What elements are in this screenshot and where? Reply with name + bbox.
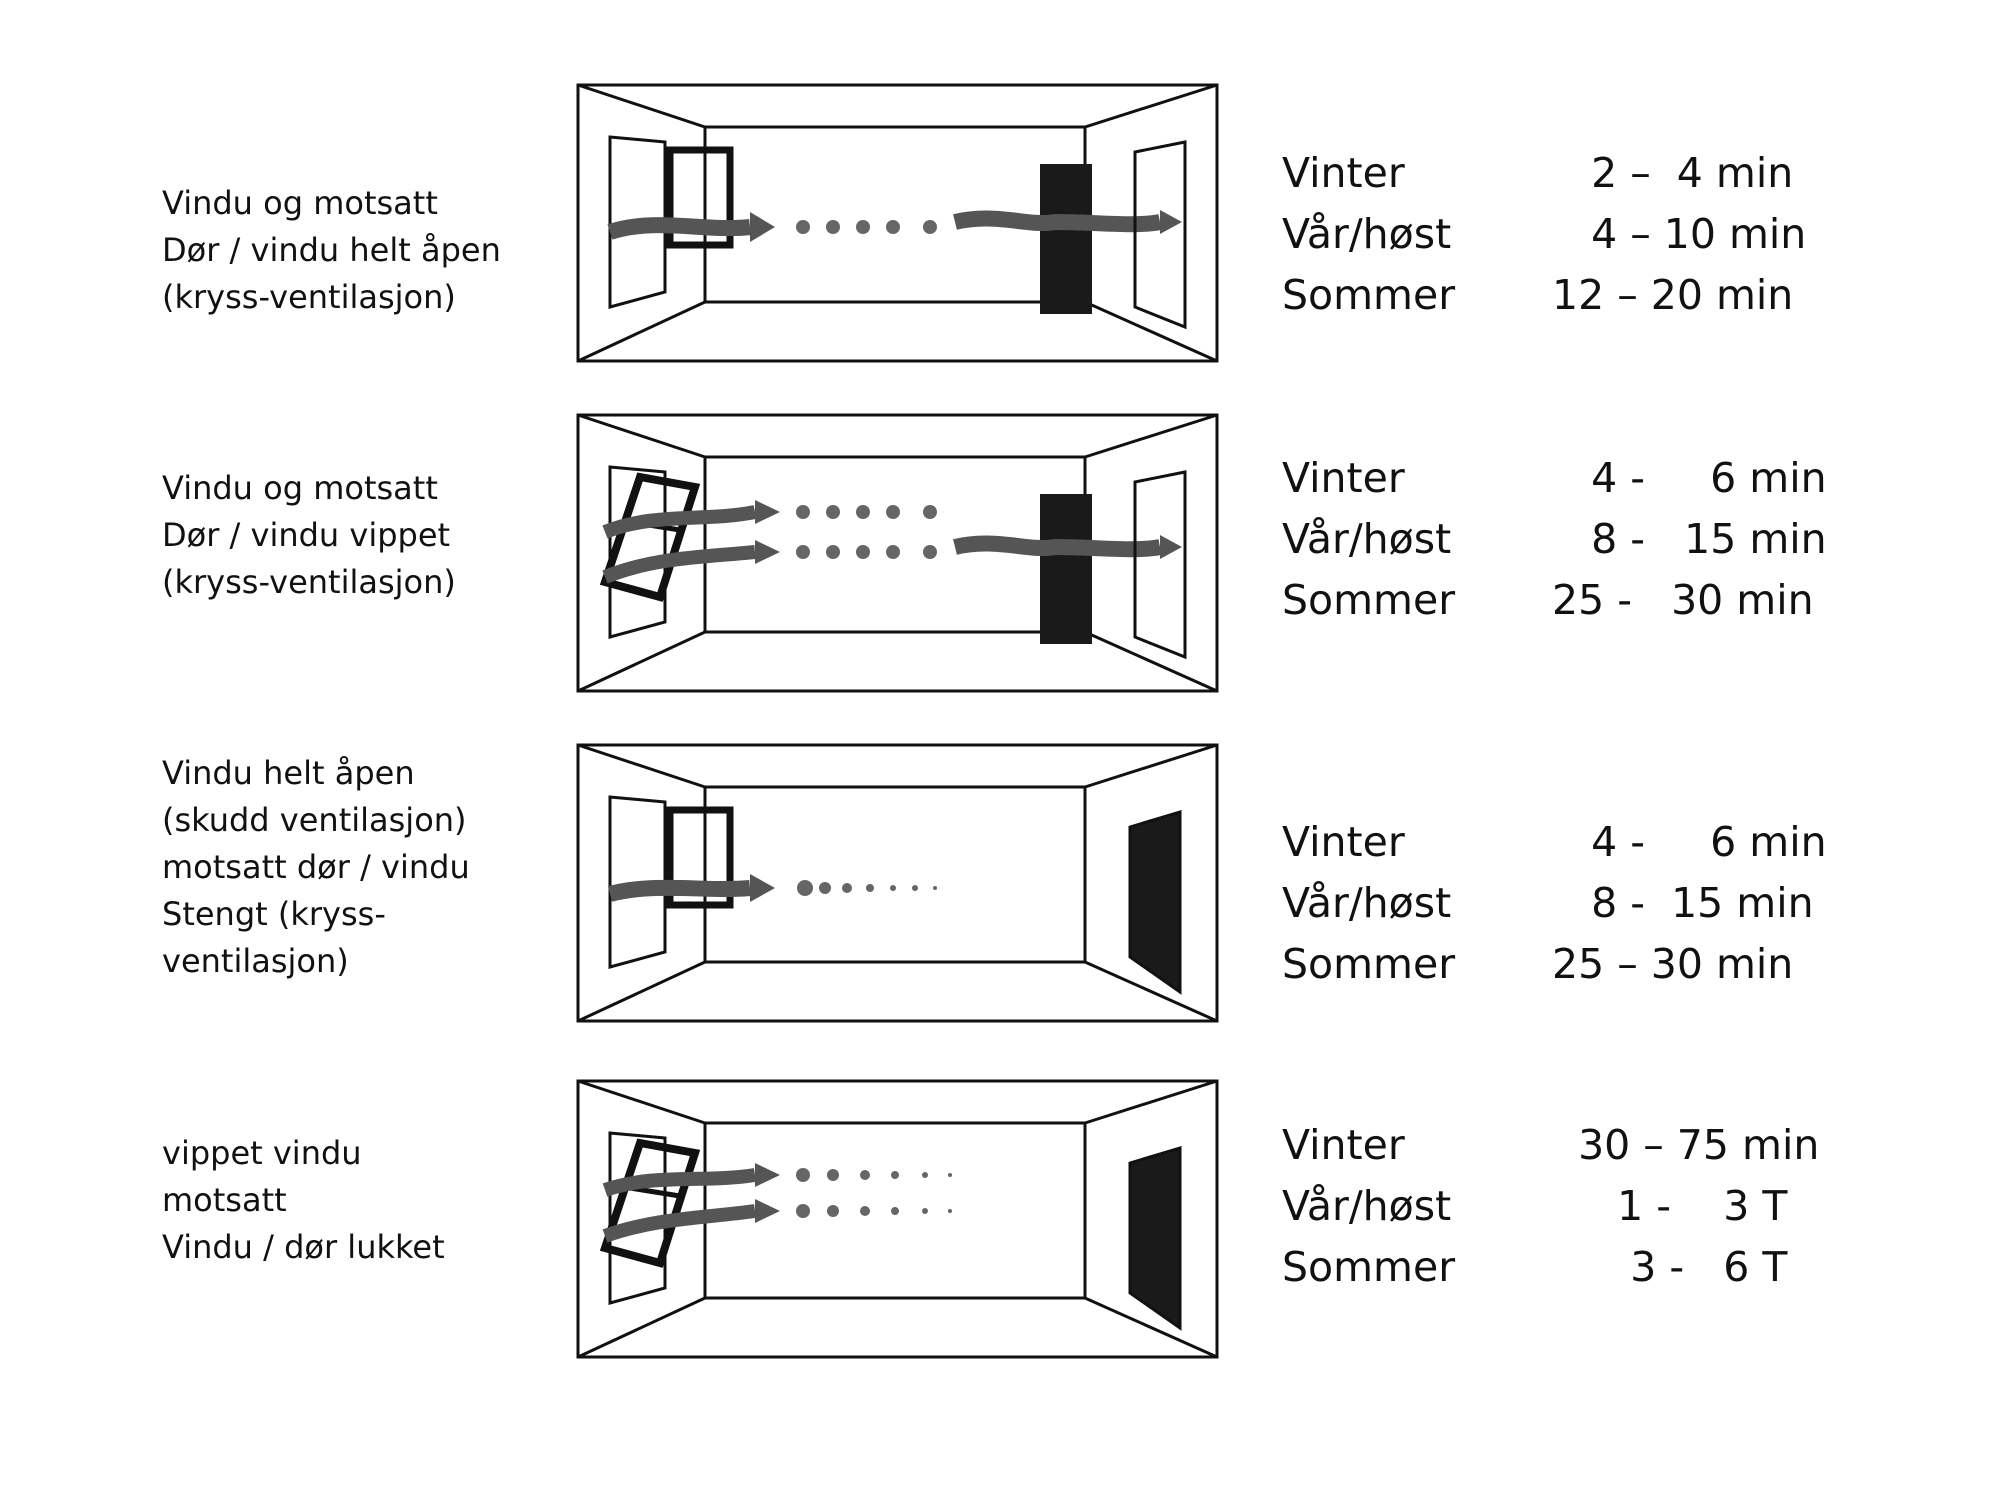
season-label: Vinter [1282,149,1405,197]
open-window-icon [608,795,734,969]
open-door-icon [1040,494,1092,644]
time-row: Vår/høst 4 – 10 min [1282,204,1882,265]
time-row: Sommer 25 - 30 min [1282,570,1882,631]
room-illustration [576,743,1219,1023]
open-door-icon [1040,164,1092,314]
duration-value: 8 - 15 min [1552,879,1814,927]
description-line: Vindu helt åpen [162,754,415,792]
duration-value: 2 – 4 min [1552,149,1794,197]
description-line: Vindu og motsatt [162,469,438,507]
time-row: Vår/høst 8 - 15 min [1282,509,1882,570]
airflow-arrow [602,545,756,584]
time-row: Vår/høst 1 - 3 T [1282,1176,1882,1237]
description-line: motsatt [162,1181,287,1219]
airflow-arrow [607,879,751,902]
season-label: Vår/høst [1282,515,1452,563]
airflow-arrow [602,1168,757,1197]
room-illustration [576,413,1219,693]
closed-door-icon [1128,1145,1182,1331]
airflow-arrow [602,505,757,539]
duration-value: 4 - 6 min [1552,454,1827,502]
time-row: Vinter 4 - 6 min [1282,812,1882,873]
time-row: Sommer 3 - 6 T [1282,1237,1882,1298]
time-row: Vinter 2 – 4 min [1282,143,1882,204]
duration-value: 25 – 30 min [1552,940,1794,988]
time-row: Sommer 12 – 20 min [1282,265,1882,326]
room-diagram-cross-ventilation-tilted [575,412,1220,694]
description-line: Stengt (kryss- [162,895,386,933]
description-line: vippet vindu [162,1134,362,1172]
time-row: Vinter 4 - 6 min [1282,448,1882,509]
airing-times: Vinter 4 - 6 min Vår/høst 8 - 15 min Som… [1282,812,1882,995]
description-line: (kryss-ventilasjon) [162,563,456,601]
duration-value: 4 - 6 min [1552,818,1827,866]
airflow-arrow [602,1204,756,1243]
duration-value: 12 – 20 min [1552,271,1794,319]
room-diagram-cross-ventilation-open [575,82,1220,364]
scenario-description: Vindu og motsatt Dør / vindu vippet (kry… [162,465,456,606]
season-label: Sommer [1282,576,1456,624]
airing-times: Vinter 2 – 4 min Vår/høst 4 – 10 min Som… [1282,143,1882,326]
season-label: Sommer [1282,940,1456,988]
season-label: Vår/høst [1282,1182,1452,1230]
airing-times: Vinter 30 – 75 min Vår/høst 1 - 3 T Somm… [1282,1115,1882,1298]
room-diagram-single-sided-open [575,742,1220,1024]
time-row: Vår/høst 8 - 15 min [1282,873,1882,934]
description-line: motsatt dør / vindu [162,848,470,886]
season-label: Sommer [1282,271,1456,319]
scenario-description: vippet vindu motsatt Vindu / dør lukket [162,1130,445,1271]
season-label: Vinter [1282,1121,1405,1169]
room-diagram-single-sided-tilted [575,1078,1220,1360]
duration-value: 1 - 3 T [1552,1182,1788,1230]
season-label: Vinter [1282,454,1405,502]
time-row: Sommer 25 – 30 min [1282,934,1882,995]
airflow-dots [797,880,937,896]
closed-door-icon [1128,809,1182,995]
description-line: ventilasjon) [162,942,349,980]
scenario-description: Vindu og motsatt Dør / vindu helt åpen (… [162,180,501,321]
airflow-dots [796,505,937,559]
duration-value: 25 - 30 min [1552,576,1814,624]
room-illustration [576,1079,1219,1359]
airflow-arrow [607,217,751,240]
airflow-dots [796,1168,952,1218]
description-line: (skudd ventilasjon) [162,801,467,839]
description-line: (kryss-ventilasjon) [162,278,456,316]
description-line: Dør / vindu helt åpen [162,231,501,269]
duration-value: 8 - 15 min [1552,515,1827,563]
room-illustration [576,83,1219,363]
season-label: Vår/høst [1282,879,1452,927]
description-line: Dør / vindu vippet [162,516,451,554]
season-label: Sommer [1282,1243,1456,1291]
duration-value: 4 – 10 min [1552,210,1807,258]
description-line: Vindu og motsatt [162,184,438,222]
tilted-window-icon [599,1131,701,1305]
season-label: Vinter [1282,818,1405,866]
airflow-dots [796,220,937,234]
duration-value: 30 – 75 min [1552,1121,1820,1169]
season-label: Vår/høst [1282,210,1452,258]
time-row: Vinter 30 – 75 min [1282,1115,1882,1176]
scenario-description: Vindu helt åpen (skudd ventilasjon) mots… [162,750,470,985]
description-line: Vindu / dør lukket [162,1228,445,1266]
duration-value: 3 - 6 T [1552,1243,1788,1291]
airing-times: Vinter 4 - 6 min Vår/høst 8 - 15 min Som… [1282,448,1882,631]
open-window-icon [608,135,734,309]
